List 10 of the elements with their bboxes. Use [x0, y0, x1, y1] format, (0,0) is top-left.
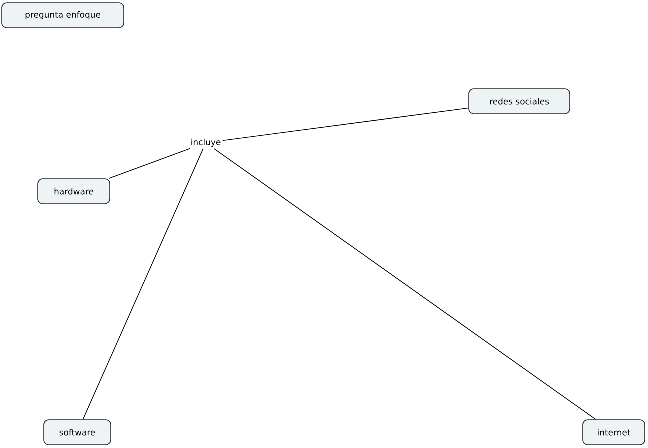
connector-line — [82, 148, 204, 420]
concept-box: software — [44, 420, 112, 446]
connector-line — [108, 148, 191, 179]
concept-box: internet — [582, 420, 646, 446]
concept-box: redes sociales — [468, 88, 570, 114]
concept-box: hardware — [38, 178, 110, 204]
linking-phrase: incluye — [192, 138, 221, 148]
concept-box: pregunta enfoque — [2, 2, 124, 28]
connector-line — [222, 108, 469, 142]
connector-line — [214, 148, 596, 420]
